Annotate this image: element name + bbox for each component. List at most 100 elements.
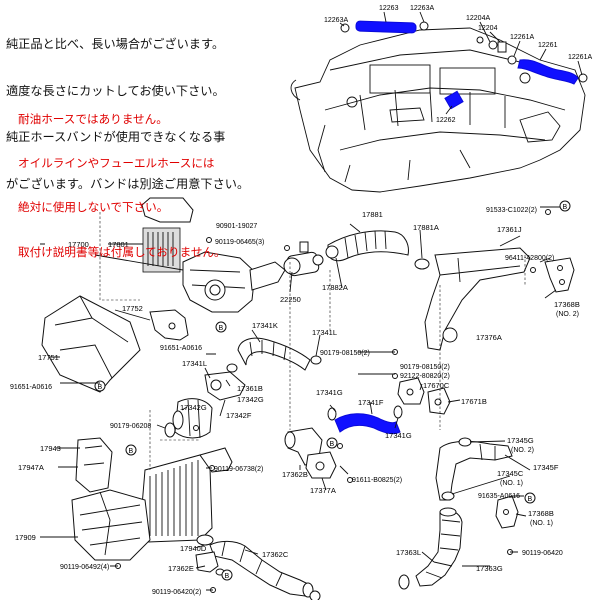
label-17363G: 17363G (476, 564, 503, 573)
label-91651-a0616-b: 91651-A0616 (10, 384, 52, 391)
intercooler (139, 447, 233, 546)
label-17341K: 17341K (252, 321, 278, 330)
duct-17909 (71, 489, 151, 561)
ref-b-2: B (219, 325, 224, 332)
part-labels: 90901-19027 90119-06465(3) 17700 17801 1… (10, 207, 580, 596)
hose-17881 (325, 230, 409, 262)
label-90179-06208: 90179-06208 (110, 423, 151, 430)
label-90119-06420-b: 90119-06420(2) (152, 589, 201, 596)
label-17361J: 17361J (497, 225, 522, 234)
cutting-note-line-2: 適度な長さにカットしてお使い下さい。 (6, 83, 225, 98)
clamp-17341L (226, 355, 322, 373)
label-12263A-right: 12263A (410, 5, 434, 12)
ref-b-6: B (528, 496, 533, 503)
label-no2-top: (NO. 2) (556, 311, 579, 318)
label-no1-mid: (NO. 1) (500, 480, 523, 487)
label-12204A: 12204A (466, 15, 490, 22)
clamp-17363L (398, 574, 410, 590)
label-17909: 17909 (15, 533, 36, 542)
label-17341G: 17341G (316, 388, 343, 397)
hose-17341F (334, 413, 401, 435)
label-17345C: 17345C (497, 469, 524, 478)
clamp-17342G (164, 422, 176, 438)
bolts (115, 209, 551, 593)
hose-12261 (517, 59, 579, 85)
label-12204: 12204 (478, 25, 498, 32)
label-90901-19027: 90901-19027 (216, 223, 257, 230)
warning-note-line-1: 耐油ホースではありません。 (18, 111, 168, 126)
bracket-17752 (149, 309, 189, 341)
label-17341G-b: 17341G (385, 431, 412, 440)
label-17801: 17801 (108, 240, 129, 249)
label-17342F: 17342F (226, 411, 252, 420)
label-17751: 17751 (38, 353, 59, 362)
pipe-17361J (424, 247, 531, 351)
hose-12262 (444, 90, 464, 110)
duct-17943 (75, 437, 113, 493)
label-91611-b0825: 91611-B0825(2) (352, 477, 402, 484)
ref-b-5: B (330, 441, 335, 448)
label-12261A-b: 12261A (568, 54, 592, 61)
label-17362C: 17362C (262, 550, 289, 559)
label-12261A: 12261A (510, 34, 534, 41)
label-17368B-top: 17368B (554, 300, 580, 309)
engine-block (290, 27, 586, 193)
label-17670C: 17670C (423, 381, 450, 390)
ref-b-1: B (563, 204, 568, 211)
part-17670C (397, 377, 425, 405)
ref-b-3: B (98, 384, 103, 391)
label-17345G: 17345G (507, 436, 534, 445)
label-17362B: 17362B (282, 470, 308, 479)
engine-clamps (340, 21, 588, 83)
label-17943: 17943 (40, 444, 61, 453)
label-90179-08150-b: 90179-08150(2) (400, 364, 450, 371)
label-17376A: 17376A (476, 333, 502, 342)
air-cleaner (141, 197, 286, 313)
label-12261: 12261 (538, 42, 558, 49)
label-17341L-b: 17341L (182, 359, 207, 368)
hose-17342F (172, 398, 213, 439)
label-17341L: 17341L (312, 328, 337, 337)
clamp-17341G (327, 405, 403, 421)
label-12263A-left: 12263A (324, 17, 348, 24)
label-91533-c1022: 91533-C1022(2) (486, 207, 537, 214)
label-17882A: 17882A (322, 283, 348, 292)
leader-lines (40, 206, 560, 591)
label-17947A: 17947A (18, 463, 44, 472)
label-no1-bottom: (NO. 1) (530, 520, 553, 527)
label-96411-42800: 96411-42800(2) (505, 255, 554, 262)
engine-labels: 12263 12263A 12263A 12204A 12204 12261A … (324, 5, 592, 124)
label-17940D: 17940D (180, 544, 207, 553)
label-91635-a0616: 91635-A0616 (478, 493, 520, 500)
label-17342G-b: 17342G (180, 403, 207, 412)
label-90119-06420-a: 90119-06420 (522, 550, 563, 557)
label-17700: 17700 (68, 240, 89, 249)
cutting-note-line-3: 純正ホースバンドが使用できなくなる事 (6, 130, 226, 144)
gasket-17377A (305, 451, 337, 479)
label-90179-08150: 90179-08150(2) (320, 350, 370, 357)
label-90119-06492: 90119-06492(4) (60, 564, 109, 571)
label-17881: 17881 (362, 210, 383, 219)
warning-note-line-3: 絶対に使用しないで下さい。 (18, 200, 169, 215)
label-17752: 17752 (122, 304, 143, 313)
cutting-note-line-1: 純正品と比べ、長い場合がございます。 (6, 37, 225, 51)
bracket-17368B-bottom (495, 495, 519, 529)
warning-note-line-4: 取付け説明書等は付属しておりません。 (18, 244, 226, 259)
hose-17363G (415, 507, 463, 587)
bracket-17368B-top (544, 257, 575, 293)
hose-12263 (355, 20, 417, 34)
clamp-17345C (441, 491, 455, 501)
pipe-17361B (204, 371, 246, 401)
label-17361B: 17361B (237, 384, 263, 393)
gasket-17671B (427, 387, 451, 415)
label-12263: 12263 (379, 5, 399, 12)
label-17342G-a: 17342G (237, 395, 264, 404)
label-17671B: 17671B (461, 397, 487, 406)
ref-b-4: B (129, 448, 134, 455)
label-92122-80820: 92122-80820(2) (400, 373, 450, 380)
label-17377A: 17377A (310, 486, 336, 495)
cutting-note-line-4: がございます。バンドは別途ご用意下さい。 (6, 176, 250, 191)
label-no2-mid: (NO. 2) (511, 447, 534, 454)
label-17341F: 17341F (358, 398, 384, 407)
